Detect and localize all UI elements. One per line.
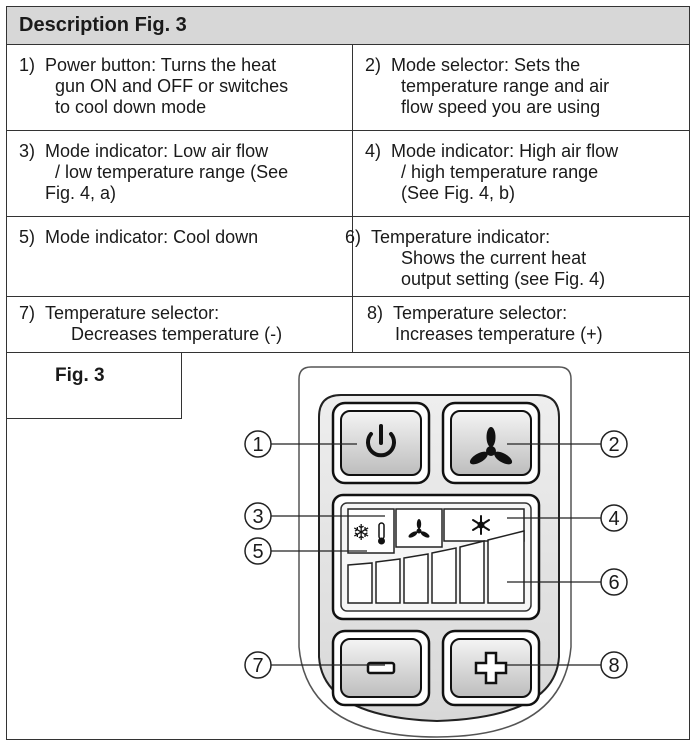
- svg-text:8: 8: [608, 655, 619, 677]
- temperature-increase-button[interactable]: [441, 629, 541, 707]
- plus-icon: [474, 651, 508, 685]
- table-row: 1) Power button: Turns the heat gun ON a…: [7, 45, 689, 131]
- table-row: 5) Mode indicator: Cool down 6) Temperat…: [7, 217, 689, 297]
- item-text: Mode indicator: High air flow / high tem…: [391, 141, 619, 203]
- item-text: Mode indicator: Low air flow / low tempe…: [45, 141, 289, 203]
- fan-low-icon: [408, 519, 430, 538]
- figure-label: Fig. 3: [55, 365, 105, 386]
- table-row: 3) Mode indicator: Low air flow / low te…: [7, 131, 689, 217]
- callout-3: 3: [244, 502, 272, 530]
- svg-text:7: 7: [252, 655, 263, 677]
- cell-item-5: 5) Mode indicator: Cool down: [7, 217, 352, 296]
- item-text: Power button: Turns the heat gun ON and …: [45, 55, 289, 117]
- item-text: Mode selector: Sets the temperature rang…: [391, 55, 610, 117]
- svg-text:2: 2: [608, 434, 619, 456]
- callout-4: 4: [600, 504, 628, 532]
- item-number: 2): [365, 55, 382, 75]
- callout-5: 5: [244, 537, 272, 565]
- svg-text:1: 1: [252, 434, 263, 456]
- temperature-indicator: [347, 530, 525, 604]
- item-number: 6): [345, 227, 362, 247]
- header-title: Description Fig. 3: [19, 14, 187, 36]
- svg-text:3: 3: [252, 506, 263, 528]
- callout-lines: [271, 443, 601, 666]
- cell-item-8: 8) Temperature selector: Increases tempe…: [352, 297, 689, 352]
- low-airflow-indicator: [395, 508, 443, 548]
- control-panel-illustration: ❄: [244, 366, 628, 738]
- item-text: Temperature selector: Increases temperat…: [393, 303, 603, 344]
- callout-8: 8: [600, 651, 628, 679]
- svg-text:5: 5: [252, 541, 263, 563]
- cell-item-3: 3) Mode indicator: Low air flow / low te…: [7, 131, 352, 216]
- cell-item-6: 6) Temperature indicator: Shows the curr…: [345, 217, 689, 296]
- item-text: Temperature selector: Decreases temperat…: [45, 303, 283, 344]
- cell-item-2: 2) Mode selector: Sets the temperature r…: [352, 45, 689, 130]
- item-text: Temperature indicator: Shows the current…: [371, 227, 606, 289]
- fan-high-icon: [472, 515, 490, 535]
- power-button[interactable]: [331, 401, 431, 485]
- mode-selector-button[interactable]: [441, 401, 541, 485]
- svg-text:6: 6: [608, 572, 619, 594]
- cell-item-4: 4) Mode indicator: High air flow / high …: [352, 131, 689, 216]
- callout-1: 1: [244, 430, 272, 458]
- item-number: 1): [19, 55, 36, 75]
- description-header: Description Fig. 3: [7, 7, 689, 45]
- item-number: 3): [19, 141, 36, 161]
- table-row: 7) Temperature selector: Decreases tempe…: [7, 297, 689, 353]
- callout-6: 6: [600, 568, 628, 596]
- cell-item-1: 1) Power button: Turns the heat gun ON a…: [7, 45, 352, 130]
- snowflake-icon: ❄: [352, 521, 370, 546]
- callout-7: 7: [244, 651, 272, 679]
- item-number: 4): [365, 141, 382, 161]
- item-number: 8): [367, 303, 384, 323]
- fan-icon: [469, 427, 513, 465]
- temperature-decrease-button[interactable]: [331, 629, 431, 707]
- power-icon: [366, 424, 396, 458]
- item-text: Mode indicator: Cool down: [45, 227, 259, 247]
- figure-label-box: Fig. 3: [7, 353, 182, 419]
- svg-text:4: 4: [608, 508, 619, 530]
- item-number: 7): [19, 303, 36, 323]
- description-frame: Description Fig. 3 1) Power button: Turn…: [6, 6, 690, 740]
- callout-2: 2: [600, 430, 628, 458]
- item-number: 5): [19, 227, 36, 247]
- cell-item-7: 7) Temperature selector: Decreases tempe…: [7, 297, 352, 352]
